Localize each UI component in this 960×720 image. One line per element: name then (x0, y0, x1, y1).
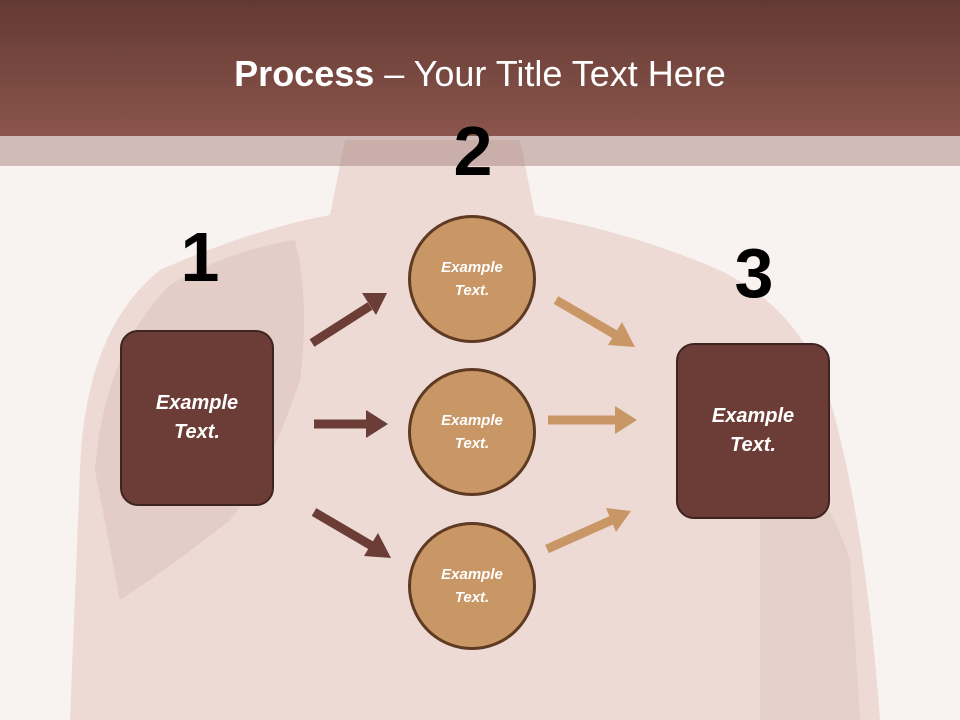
step-2-circle-middle: Example Text. (408, 368, 536, 496)
step-1-text: Example Text. (155, 392, 239, 443)
step-3-number: 3 (734, 234, 774, 312)
arrow-1-to-middle (314, 410, 388, 438)
step-3-text: Example Text. (711, 405, 795, 456)
step-1-number: 1 (180, 218, 220, 296)
page-title: Process – Your Title Text Here (0, 52, 960, 96)
title-rest: – Your Title Text Here (374, 53, 726, 94)
arrow-1-to-top (309, 293, 387, 347)
arrow-1-to-bottom (311, 508, 391, 558)
step-2-circle-bottom-text: Example Text. (441, 566, 503, 606)
step-2-number: 2 (453, 112, 493, 190)
arrow-top-to-3 (553, 296, 635, 347)
step-2-circle-top-text: Example Text. (441, 259, 503, 299)
title-bar (0, 0, 960, 136)
step-2-circle-middle-text: Example Text. (441, 412, 503, 452)
title-bar-strip (0, 136, 960, 166)
title-bold: Process (234, 53, 375, 94)
step-1-box: Example Text. (120, 330, 274, 506)
arrow-middle-to-3 (548, 406, 637, 434)
step-2-circle-top: Example Text. (408, 215, 536, 343)
step-2-circle-bottom: Example Text. (408, 522, 536, 650)
step-3-box: Example Text. (676, 343, 830, 519)
arrow-bottom-to-3 (545, 508, 631, 554)
